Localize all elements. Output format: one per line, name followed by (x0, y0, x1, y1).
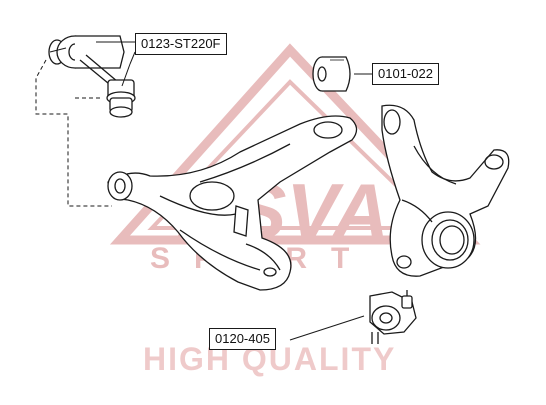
lower-control-arm-part (107, 115, 358, 291)
part-number-label-stabilizer-link: 0123-ST220F (135, 33, 227, 55)
leader-lines (96, 41, 372, 341)
arm-bushing-part (312, 56, 351, 92)
steering-knuckle-part (381, 104, 510, 277)
stabilizer-link-part (48, 35, 136, 118)
part-number-label-arm-bushing: 0101-022 (372, 63, 439, 85)
ball-joint-part (369, 290, 417, 344)
part-number-label-ball-joint: 0120-405 (209, 328, 276, 350)
guide-lines (35, 59, 112, 207)
